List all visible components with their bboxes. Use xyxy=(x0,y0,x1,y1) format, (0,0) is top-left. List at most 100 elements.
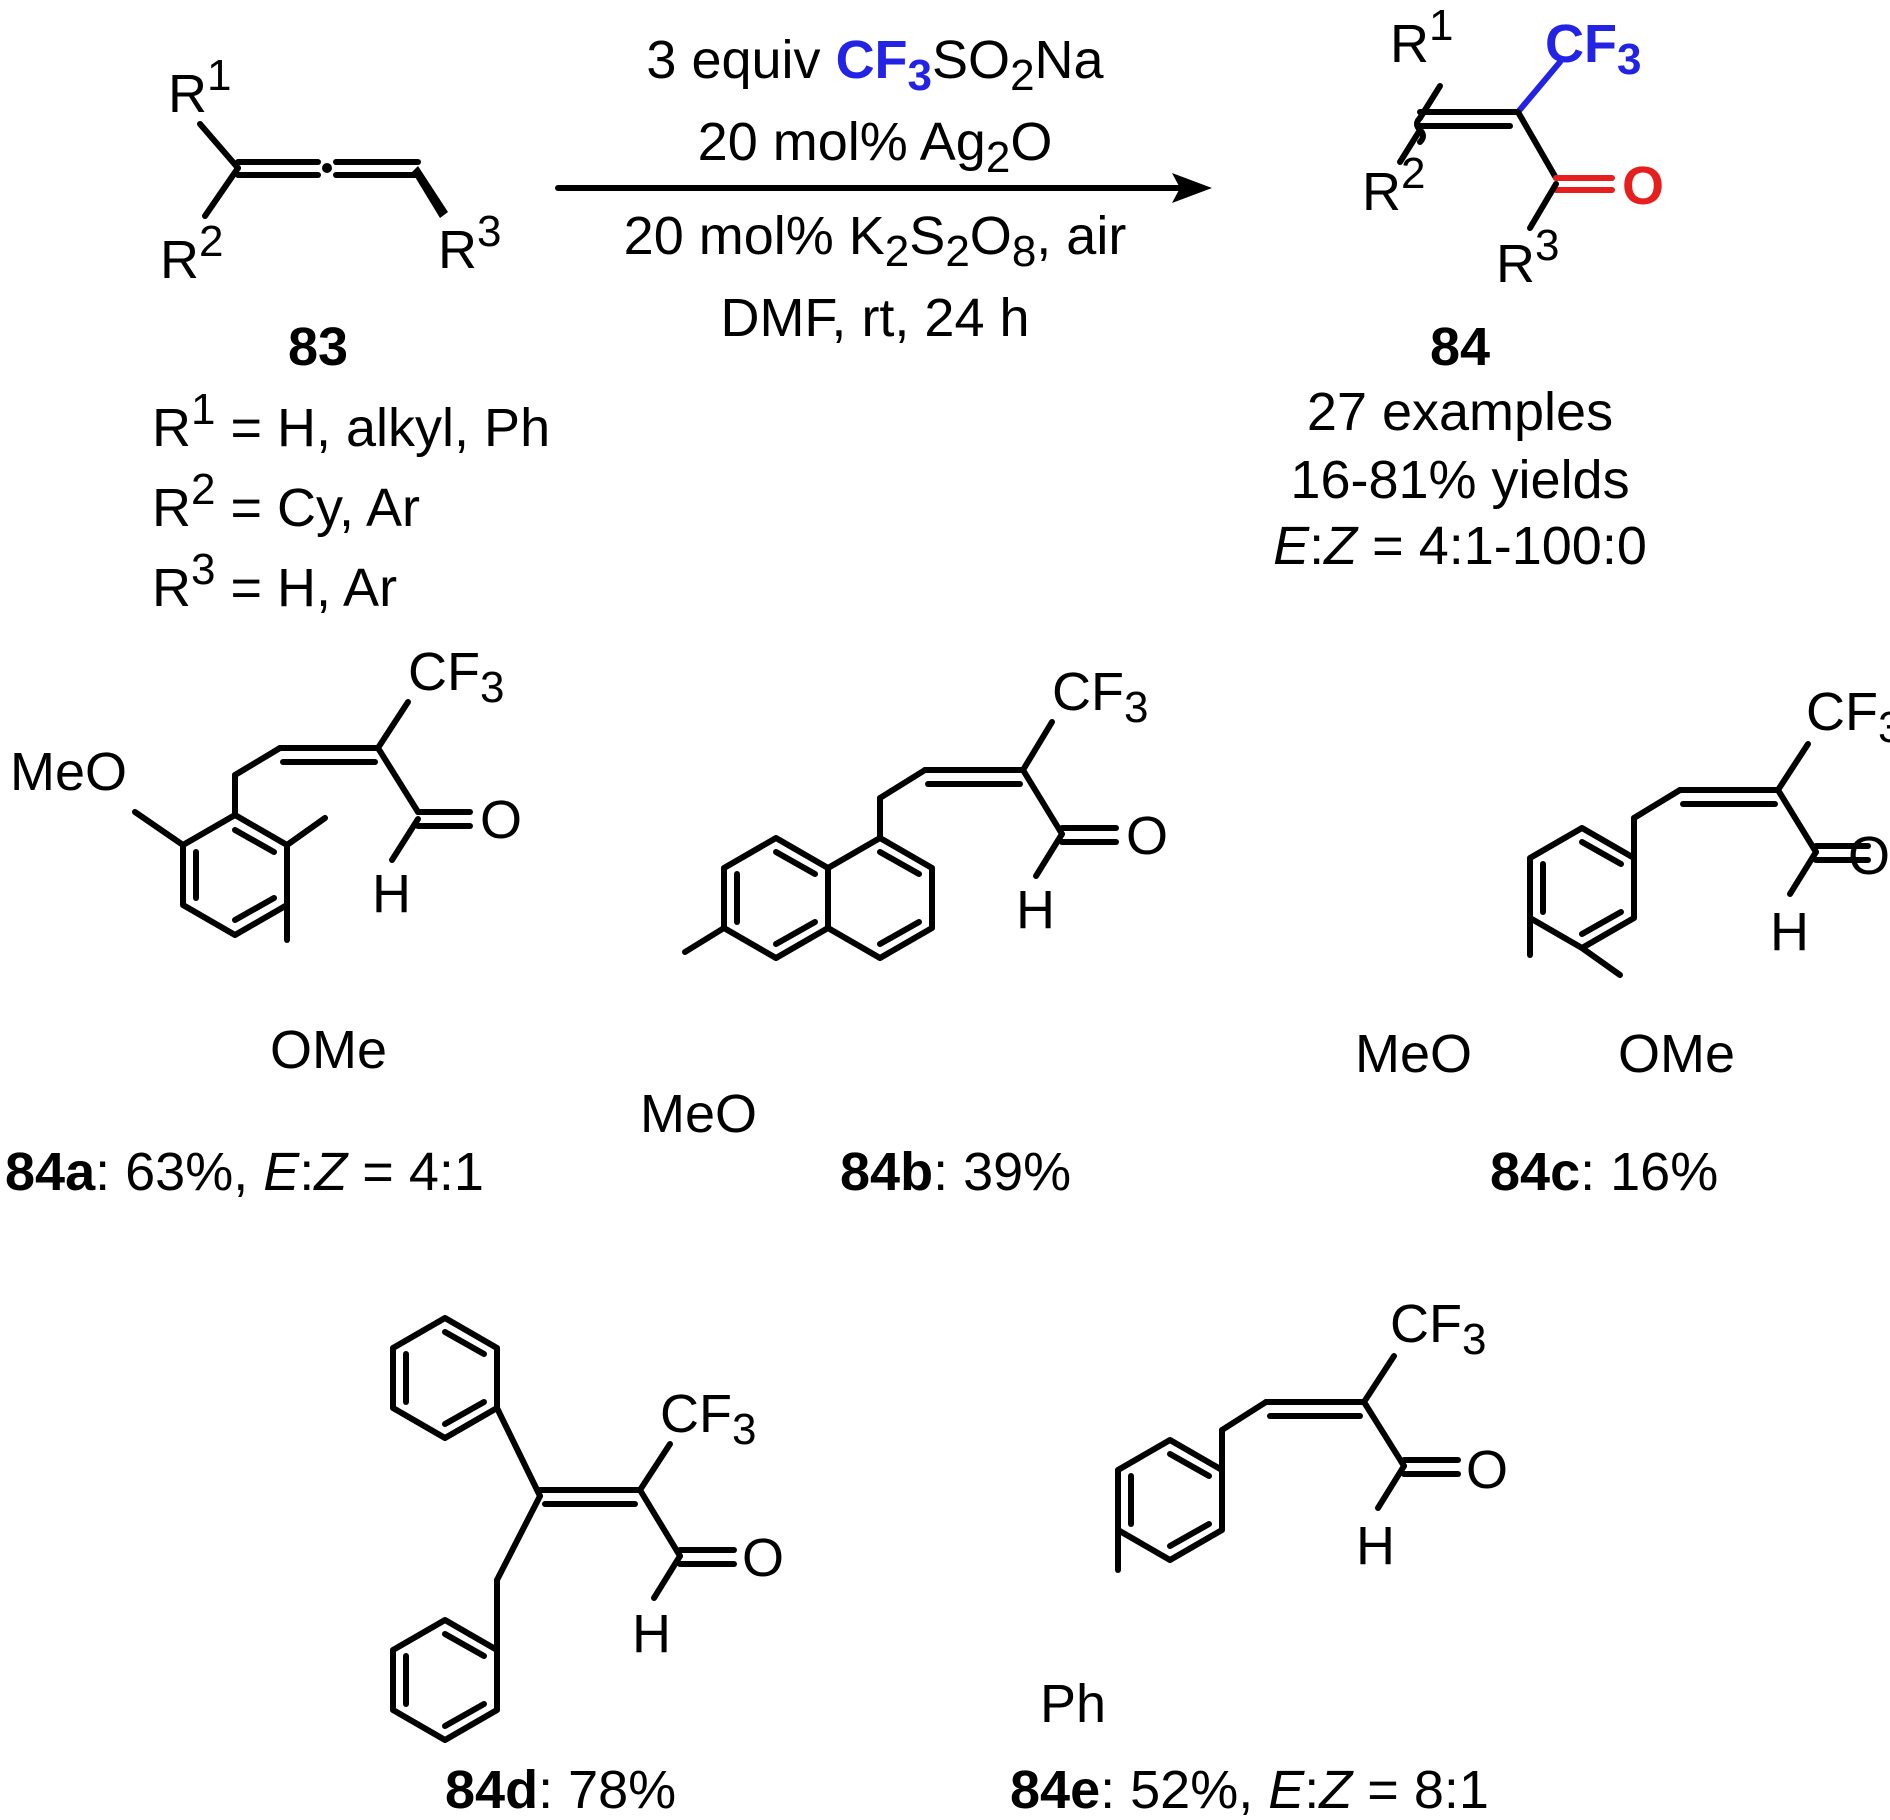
example-84b: CF3 O H MeO 84b: 39% xyxy=(640,662,1168,1202)
methoxy-group: OMe xyxy=(1618,1024,1735,1084)
bond xyxy=(375,745,421,815)
bond xyxy=(1020,767,1065,837)
bond xyxy=(637,1487,683,1559)
bond xyxy=(1579,945,1623,978)
bond xyxy=(877,919,922,947)
example-84a: CF3 MeO O H OMe 84a: 63%, E:Z = 4:1 xyxy=(5,642,522,1202)
bond xyxy=(442,1701,487,1729)
product-ez-ratio: E:Z = 4:1-100:0 xyxy=(1273,516,1647,576)
product-r2: R2 xyxy=(1362,149,1425,222)
cf3-group: CF3 xyxy=(1390,1294,1486,1364)
cf3-bond xyxy=(1515,59,1563,115)
bond xyxy=(232,895,277,923)
r1-label: R1 xyxy=(168,51,231,124)
bond xyxy=(1375,1463,1407,1511)
reaction-arrow-head xyxy=(1172,173,1212,203)
bond xyxy=(232,827,277,855)
bond xyxy=(1579,839,1624,867)
methoxy-group: MeO xyxy=(640,1084,757,1144)
naphthalene-ring-right xyxy=(825,835,935,961)
compound-label-84d: 84d: 78% xyxy=(445,1760,676,1820)
cf3-group: CF3 xyxy=(660,1384,756,1454)
bond xyxy=(202,165,241,219)
product-yield-range: 16-81% yields xyxy=(1290,450,1629,510)
bond xyxy=(1775,741,1811,793)
bond xyxy=(1167,1521,1212,1549)
bond xyxy=(651,1553,683,1601)
bond xyxy=(773,919,818,947)
bond xyxy=(375,699,411,751)
bond xyxy=(1579,909,1624,937)
aldehyde-hydrogen: H xyxy=(632,1604,671,1664)
scope-r2: R2 = Cy, Ar xyxy=(152,465,420,538)
wedge-bond xyxy=(412,166,448,218)
methoxy-group: MeO xyxy=(10,742,127,802)
compound-label-83: 83 xyxy=(288,317,348,377)
r3-label: R3 xyxy=(438,207,501,280)
bond xyxy=(1219,1399,1269,1433)
allene-center-dot xyxy=(322,163,332,173)
conditions-line-4: DMF, rt, 24 h xyxy=(720,288,1029,348)
reactant-83: R1 R2 R3 83 R1 = H, alkyl, Ph R2 = Cy, A… xyxy=(152,51,550,618)
example-84e: CF3 O H Ph 84e: 52%, E:Z = 8:1 xyxy=(1010,1294,1508,1820)
aldehyde-oxygen: O xyxy=(1848,826,1890,886)
bond xyxy=(1527,181,1559,231)
example-84d: CF3 O H 84d: 78% xyxy=(390,1315,784,1820)
compound-label-84: 84 xyxy=(1430,317,1490,377)
aldehyde-oxygen: O xyxy=(1126,806,1168,866)
r2-label: R2 xyxy=(160,217,223,290)
compound-label-84e: 84e: 52%, E:Z = 8:1 xyxy=(1010,1760,1489,1820)
conditions-line-1: 3 equiv CF3SO2Na xyxy=(646,30,1104,100)
compound-label-84c: 84c: 16% xyxy=(1490,1142,1718,1202)
product-r1: R1 xyxy=(1390,1,1453,74)
aldehyde-oxygen: O xyxy=(480,790,522,850)
bond xyxy=(132,809,186,848)
conditions-line-3: 20 mol% K2S2O8, air xyxy=(624,206,1127,276)
compound-label-84a: 84a: 63%, E:Z = 4:1 xyxy=(5,1142,484,1202)
bond xyxy=(637,1441,673,1493)
aldehyde-hydrogen: H xyxy=(372,864,411,924)
bond xyxy=(1631,787,1683,821)
bond xyxy=(1775,787,1819,855)
scope-r1: R1 = H, alkyl, Ph xyxy=(152,385,550,458)
bond xyxy=(232,745,283,778)
cf3-group: CF3 xyxy=(1806,682,1890,752)
product-cf3: CF3 xyxy=(1545,14,1641,84)
bond xyxy=(1515,109,1559,181)
bond xyxy=(682,925,727,955)
product-examples-count: 27 examples xyxy=(1307,382,1613,442)
product-oxygen: O xyxy=(1622,156,1664,216)
compound-label-84b: 84b: 39% xyxy=(840,1142,1071,1202)
bond xyxy=(877,767,928,801)
example-84c: CF3 O H MeO OMe 84c: 16% xyxy=(1355,682,1890,1202)
bond xyxy=(1787,849,1819,897)
bond xyxy=(494,1493,543,1583)
aldehyde-oxygen: O xyxy=(742,1528,784,1588)
product-r3: R3 xyxy=(1496,221,1559,294)
bond xyxy=(1361,1399,1407,1469)
aldehyde-oxygen: O xyxy=(1466,1440,1508,1500)
bond xyxy=(442,1329,487,1357)
cf3-group: CF3 xyxy=(408,642,504,712)
bond xyxy=(1361,1353,1397,1405)
bond xyxy=(1033,831,1065,879)
bond xyxy=(877,849,922,877)
aldehyde-hydrogen: H xyxy=(1016,880,1055,940)
bond xyxy=(197,121,241,171)
aldehyde-hydrogen: H xyxy=(1770,902,1809,962)
cf3-group: CF3 xyxy=(1052,662,1148,732)
methoxy-group: MeO xyxy=(1355,1024,1472,1084)
aldehyde-hydrogen: H xyxy=(1356,1516,1395,1576)
reaction-conditions: 3 equiv CF3SO2Na 20 mol% Ag2O 20 mol% K2… xyxy=(555,30,1212,348)
naphthalene-ring-left xyxy=(721,835,831,961)
bond xyxy=(389,816,421,863)
bond xyxy=(1020,719,1055,773)
phenyl-ring-top xyxy=(390,1315,500,1441)
scope-r3: R3 = H, Ar xyxy=(152,545,397,618)
bond xyxy=(1397,127,1423,165)
methoxy-group: OMe xyxy=(270,1020,387,1080)
bond xyxy=(284,815,328,848)
product-84: CF3 O R1 R2 R3 84 27 examples 16-81% yie… xyxy=(1273,1,1664,576)
bond xyxy=(1167,1451,1212,1479)
